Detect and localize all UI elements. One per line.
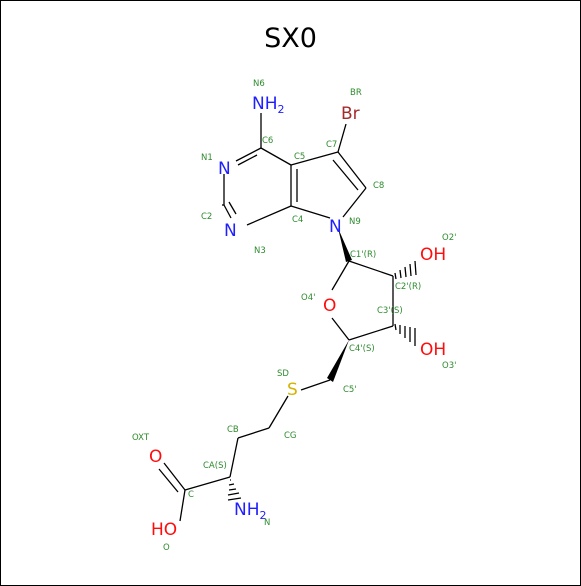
bond-c7-br [337,123,347,153]
bond-n3-c4 [246,205,292,226]
bond-c2-n3 [223,204,232,219]
bond-c4p-o4p [331,317,350,341]
label-n1: N1 [201,153,213,163]
bond-sd-cg [268,395,289,429]
atom-n9: N [329,217,342,237]
bond-c2-n3-2 [228,201,237,215]
atom-n1: N [218,159,231,179]
label-c3p: C3'(S) [377,306,403,316]
bond-n9-c1p [338,228,352,262]
label-ca: CA(S) [203,461,227,471]
bond-c-oxt-2 [158,468,179,493]
bond-cg-cb [237,427,270,439]
bond-c6-n1 [235,147,262,162]
bond-n9-c4 [290,205,331,219]
label-c7: C7 [326,140,337,150]
label-sd: SD [277,369,289,379]
bond-c3p-o3p [394,323,416,346]
bond-c2p-o2p [394,260,417,280]
bond-c5p-sd [300,379,331,391]
bonds [158,113,417,522]
atom-n3: N [224,221,237,241]
atom-o2p-oh: OH [420,245,446,265]
atom-nh2-bottom: NH2 [234,500,267,522]
bond-c1p-c2p [348,260,394,277]
atom-br: Br [341,104,360,124]
bond-c6-n1-2 [237,154,258,166]
atom-o3p-oh: OH [420,340,446,360]
atom-nh2-top: NH2 [252,94,285,116]
bond-c-oxt [163,462,186,491]
label-c5: C5 [294,152,305,162]
label-n: N [264,518,270,528]
bond-c4p-c5p [327,340,349,382]
bond-c3p-c4p [348,325,394,341]
atom-ho: HO [151,520,177,540]
bond-ca-n [227,479,242,501]
bond-c-o [179,489,186,522]
label-c5p: C5' [343,385,357,395]
label-c6: C6 [262,136,273,146]
atom-o4p: O [323,296,336,316]
label-c2p: C2'(R) [395,282,421,292]
molecule-title: SX0 [264,23,317,54]
bond-c5-c6 [260,147,292,166]
atom-oxt: O [149,447,162,467]
bond-cb-ca [229,437,239,478]
bond-c7-c8-2 [332,159,359,191]
label-c4: C4 [292,215,303,225]
label-o4p: O4' [301,293,315,303]
label-o2p: O2' [442,233,456,243]
bond-c8-n9 [342,187,367,218]
atom-sd: S [287,380,298,400]
label-c: C [188,490,194,500]
label-cb: CB [227,425,239,435]
label-o: O [163,543,170,553]
label-cg: CG [284,431,297,441]
label-o3p: O3' [442,361,456,371]
label-c4p: C4'(S) [349,344,375,354]
atom-labels: N6 BR C6 C5 C7 N1 C8 C2 C4 N9 N3 C1'(R) … [132,79,456,553]
atoms: NH2 Br N N N O OH OH S O HO NH2 [149,94,446,540]
label-oxt: OXT [132,433,150,443]
label-n6: N6 [253,79,265,89]
label-c2: C2 [201,212,212,222]
bond-c7-c8 [337,151,367,189]
label-c8: C8 [373,181,384,191]
bond-ca-c [184,476,231,491]
label-n3: N3 [254,246,266,256]
label-c1p: C1'(R) [350,250,376,260]
bond-o4p-c1p [331,260,350,291]
label-n9: N9 [349,217,361,227]
label-br: BR [350,88,362,98]
bond-c5-c7 [290,151,339,166]
